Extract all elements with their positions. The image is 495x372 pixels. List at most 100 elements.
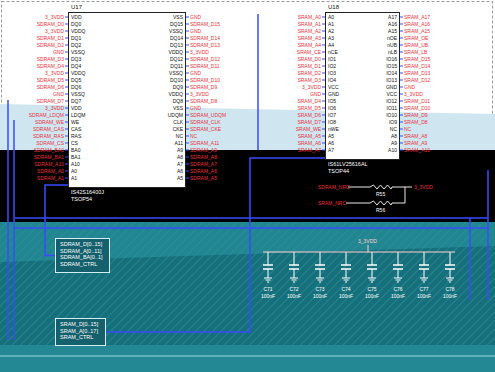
net-label: SDRAM_D13 <box>190 42 220 48</box>
pin-name: BA0 <box>71 147 80 153</box>
pin-name: IO8 <box>328 119 336 125</box>
reference-designator: C72 <box>289 286 298 292</box>
pin-name: VDDQ <box>169 91 183 97</box>
capacitor-plate <box>419 264 429 266</box>
pin-stub <box>186 73 189 74</box>
bus-name: SRAM_A[0..17] <box>60 328 101 335</box>
pin-name: A0 <box>71 168 77 174</box>
net-label: SDRAM_A10 <box>34 161 64 167</box>
capacitor-lead <box>320 252 321 265</box>
net-label: 3_3VDD <box>190 91 209 97</box>
pin-name: CKE <box>173 126 183 132</box>
net-label: SDRAM_WE <box>35 119 64 125</box>
net-label: SRAM_D14 <box>404 63 430 69</box>
pin-name: VCC <box>386 91 397 97</box>
capacitor-lead <box>268 269 269 278</box>
net-label: SRAM_WE <box>296 126 321 132</box>
net-label: SRAM_A0 <box>298 14 321 20</box>
net-label: SRAM_A5 <box>298 133 321 139</box>
pin-name: A15 <box>388 28 397 34</box>
pin-name: WE <box>71 119 79 125</box>
capacitor-lead <box>294 269 295 278</box>
pin-name: DQ3 <box>71 56 81 62</box>
net-wire <box>348 187 370 188</box>
net-label: SDRAM_A1 <box>37 175 64 181</box>
net-label: SDRAM_D4 <box>37 63 64 69</box>
pin-name: A17 <box>388 14 397 20</box>
reference-designator: U18 <box>328 4 339 11</box>
pin-stub <box>400 66 403 67</box>
net-label: SDRAM_D12 <box>190 56 220 62</box>
pin-name: IO13 <box>386 77 397 83</box>
net-label: GND <box>53 91 64 97</box>
pin-stub <box>400 52 403 53</box>
net-label: SDRAM_BA1 <box>34 154 64 160</box>
net-label: SDRAM_A11 <box>190 140 219 146</box>
net-label: SDRAM_A6 <box>190 168 217 174</box>
pin-name: A16 <box>388 21 397 27</box>
ground-symbol <box>423 282 425 283</box>
net-label: SRAM_A10 <box>404 147 430 153</box>
pin-name: VSSQ <box>71 49 85 55</box>
diagonal-band <box>0 222 495 262</box>
pin-stub <box>186 59 189 60</box>
reference-designator: C71 <box>263 286 272 292</box>
pin-name: DQ11 <box>170 63 183 69</box>
capacitor-plate <box>289 264 299 266</box>
reference-designator: C74 <box>341 286 350 292</box>
pin-stub <box>400 31 403 32</box>
component-value: 100nF <box>391 293 405 299</box>
bottom-rule <box>0 356 495 357</box>
power-label: 3_3VDD <box>358 238 377 244</box>
net-label: SRAM_A9 <box>404 140 427 146</box>
pin-stub <box>400 143 403 144</box>
pin-name: nWE <box>328 126 339 132</box>
pin-name: IO9 <box>389 119 397 125</box>
pin-name: NC <box>176 133 183 139</box>
pin-stub <box>400 45 403 46</box>
pin-name: DQ6 <box>71 84 81 90</box>
bus-wire <box>14 227 488 229</box>
ground-symbol <box>371 282 373 283</box>
reference-designator: C75 <box>367 286 376 292</box>
net-label: SRAM_D13 <box>404 70 430 76</box>
pin-name: A8 <box>391 133 397 139</box>
pin-stub <box>186 80 189 81</box>
pin-name: VSSQ <box>169 70 183 76</box>
net-label: 3_3VDD <box>302 84 321 90</box>
pin-name: A0 <box>328 14 334 20</box>
pin-stub <box>400 108 403 109</box>
pin-name: nLB <box>388 49 397 55</box>
reference-designator: R56 <box>376 207 385 213</box>
ground-symbol <box>319 282 321 283</box>
ground-symbol <box>316 278 324 279</box>
net-label: SRAM_D9 <box>404 112 428 118</box>
pin-name: A5 <box>177 175 183 181</box>
net-label: SRAM_LB <box>404 49 427 55</box>
capacitor-lead <box>372 252 373 265</box>
net-label: 3_3VDD <box>45 14 64 20</box>
part-number: TSOP44 <box>328 168 349 175</box>
net-label: SRAM_D10 <box>404 105 430 111</box>
pin-name: VDD <box>71 14 82 20</box>
net-label: 3_3VDD <box>45 105 64 111</box>
bus-label-box: SRAM_D[0..15]SRAM_A[0..17]SRAM_CTRL <box>55 318 106 346</box>
capacitor-plate <box>341 264 351 266</box>
ground-symbol <box>370 280 375 281</box>
net-label: SRAM_A8 <box>404 133 427 139</box>
net-label: SRAM_A15 <box>404 28 430 34</box>
net-label: SDRAM_D11 <box>190 63 220 69</box>
pin-name: DQ15 <box>170 21 183 27</box>
pin-name: A9 <box>177 147 183 153</box>
pin-name: RAS <box>71 133 81 139</box>
bus-wire <box>487 170 489 300</box>
pin-name: A6 <box>328 140 334 146</box>
ground-symbol <box>448 280 453 281</box>
reference-designator: C73 <box>315 286 324 292</box>
pin-name: DQ12 <box>170 56 183 62</box>
net-label: SRAM_OE <box>404 35 428 41</box>
pin-stub <box>400 101 403 102</box>
bus-name: SDRAM_BA[0..1] <box>60 254 105 261</box>
net-label: GND <box>53 49 64 55</box>
pin-stub <box>186 38 189 39</box>
